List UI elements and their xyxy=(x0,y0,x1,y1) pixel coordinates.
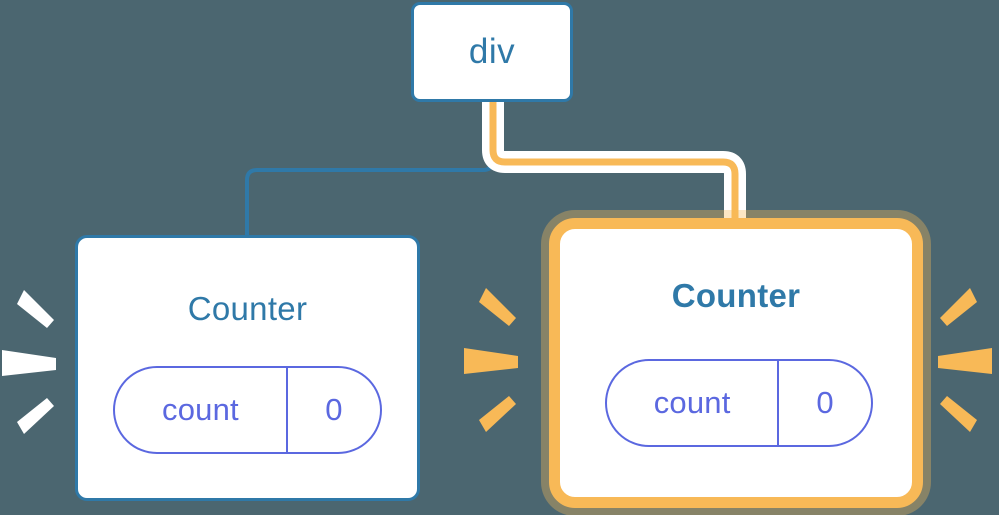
edge-div-to-counter-right xyxy=(489,102,739,232)
state-key-right: count xyxy=(653,385,731,420)
div-node-label: div xyxy=(468,32,516,71)
counter-card-left[interactable]: Counter count 0 xyxy=(75,235,420,501)
state-value-right: 0 xyxy=(777,361,871,445)
state-value-left: 0 xyxy=(285,368,380,452)
counter-card-right-title: Counter xyxy=(671,277,801,314)
div-node[interactable]: div xyxy=(411,2,573,102)
state-key-left: count xyxy=(162,392,239,427)
counter-card-right[interactable]: Counter count 0 xyxy=(549,218,923,508)
state-pill-right[interactable]: count 0 xyxy=(605,359,873,447)
counter-card-left-title: Counter xyxy=(187,290,308,327)
edge-highlight-halo xyxy=(482,102,746,232)
state-pill-left[interactable]: count 0 xyxy=(113,366,382,454)
edge-div-to-counter-left xyxy=(245,102,495,238)
